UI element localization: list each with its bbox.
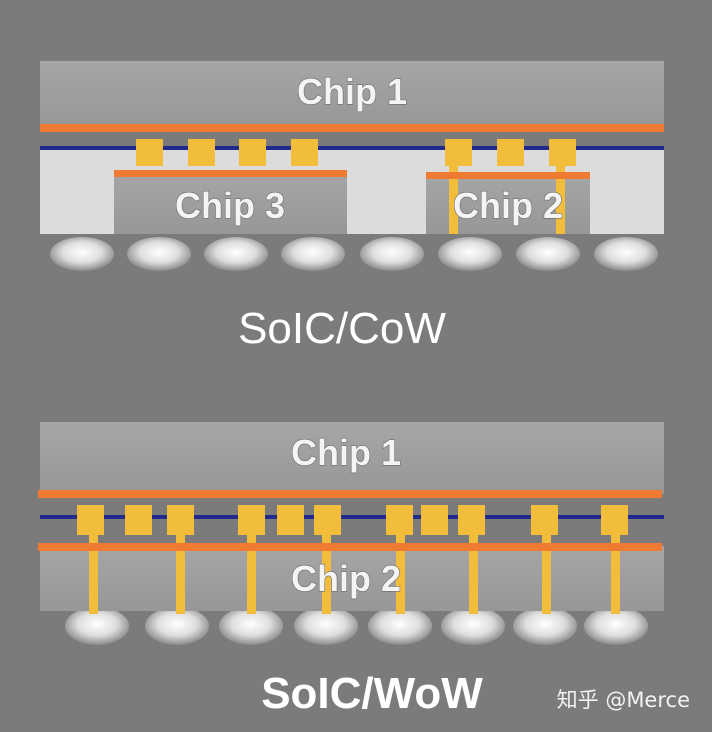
wow-chip-1-label: Chip 1 bbox=[291, 432, 401, 473]
bond-pad bbox=[314, 505, 341, 535]
solder-bump bbox=[360, 237, 424, 271]
bond-pad bbox=[188, 139, 215, 166]
wow-chip-1 bbox=[40, 422, 664, 494]
wow-interconnect-line bbox=[40, 515, 664, 519]
cow-diagram: Chip 1 Chip 3 Chip 2 SoIC/CoW bbox=[40, 61, 664, 353]
wow-bond-layer-top bbox=[38, 490, 662, 498]
cow-interconnect-line bbox=[40, 146, 664, 150]
wow-vias bbox=[89, 530, 620, 614]
wow-via bbox=[396, 530, 405, 614]
solder-bump bbox=[513, 607, 577, 645]
bond-pad bbox=[291, 139, 318, 166]
solder-bump bbox=[516, 237, 580, 271]
bond-pad bbox=[601, 505, 628, 535]
solder-bump bbox=[50, 237, 114, 271]
cow-via bbox=[449, 160, 458, 234]
wow-bond-pads bbox=[77, 505, 628, 535]
cow-bond-layer-chip3 bbox=[114, 170, 347, 177]
bond-pad bbox=[421, 505, 448, 535]
cow-bond-layer-chip2 bbox=[426, 172, 590, 179]
solder-bump bbox=[65, 607, 129, 645]
bond-pad bbox=[238, 505, 265, 535]
cow-chip-1 bbox=[40, 61, 664, 127]
wow-via bbox=[322, 530, 331, 614]
cow-bond-pads bbox=[136, 139, 576, 166]
solder-bump bbox=[219, 607, 283, 645]
cow-chip-3-label: Chip 3 bbox=[175, 185, 285, 226]
bond-pad bbox=[125, 505, 152, 535]
wow-caption: SoIC/WoW bbox=[261, 669, 483, 718]
wow-via bbox=[247, 530, 256, 614]
cow-chip-3 bbox=[114, 172, 347, 234]
solder-bump bbox=[281, 237, 345, 271]
bond-pad bbox=[239, 139, 266, 166]
watermark-text: 知乎 @Merce bbox=[557, 688, 690, 712]
solder-bump bbox=[204, 237, 268, 271]
cow-bond-layer-top bbox=[40, 124, 664, 132]
solder-bump bbox=[127, 237, 191, 271]
wow-via bbox=[176, 530, 185, 614]
cow-solder-bumps bbox=[50, 237, 658, 271]
wow-chip-2 bbox=[40, 546, 664, 611]
bond-pad bbox=[136, 139, 163, 166]
bond-pad bbox=[386, 505, 413, 535]
solder-bump bbox=[441, 607, 505, 645]
bond-pad bbox=[77, 505, 104, 535]
cow-caption: SoIC/CoW bbox=[238, 304, 446, 353]
bond-pad bbox=[445, 139, 472, 166]
cow-via bbox=[556, 160, 565, 234]
wow-bond-layer-bottom bbox=[38, 543, 662, 551]
bond-pad bbox=[458, 505, 485, 535]
solder-bump bbox=[594, 237, 658, 271]
bond-pad bbox=[277, 505, 304, 535]
solder-bump bbox=[584, 607, 648, 645]
wow-diagram: Chip 1 bbox=[38, 422, 664, 718]
solder-bump bbox=[438, 237, 502, 271]
wow-chip-2-label: Chip 2 bbox=[291, 558, 401, 599]
bond-pad bbox=[167, 505, 194, 535]
bond-pad bbox=[549, 139, 576, 166]
wow-via bbox=[89, 530, 98, 614]
wow-via bbox=[469, 530, 478, 614]
wow-via bbox=[542, 530, 551, 614]
bond-pad bbox=[531, 505, 558, 535]
cow-chip-2-label: Chip 2 bbox=[453, 185, 563, 226]
solder-bump bbox=[368, 607, 432, 645]
wow-solder-bumps bbox=[65, 607, 648, 645]
bond-pad bbox=[497, 139, 524, 166]
wow-via bbox=[611, 530, 620, 614]
solder-bump bbox=[294, 607, 358, 645]
cow-chip-1-label: Chip 1 bbox=[297, 71, 407, 112]
solder-bump bbox=[145, 607, 209, 645]
